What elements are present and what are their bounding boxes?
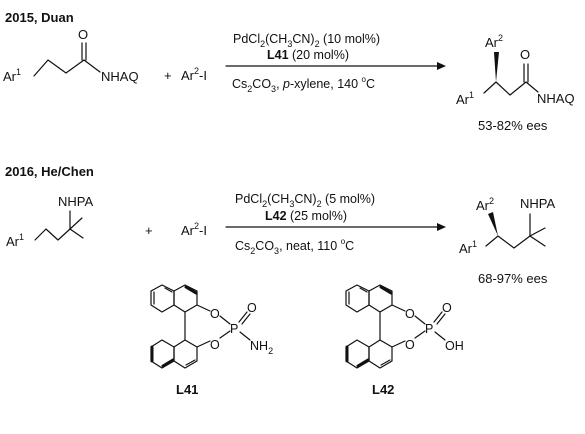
l42-upper-ring-right bbox=[368, 284, 393, 313]
reaction-2016-arrow-head bbox=[437, 223, 446, 231]
l42-oxygen-top: O bbox=[405, 307, 415, 321]
l41-upper-ring-left bbox=[150, 284, 175, 313]
product-2016-methyl-1 bbox=[529, 227, 546, 237]
l42-phosphorus: P bbox=[425, 322, 433, 336]
product-2016-chain bbox=[485, 235, 531, 249]
l41-po-bond-top bbox=[219, 315, 231, 325]
reaction-2016: 2016, He/Chen NHPA Ar1 + Ar2-I PdCl2(CH3… bbox=[5, 164, 555, 286]
l41-amino: NH2 bbox=[250, 339, 273, 356]
reaction-2016-heading: 2016, He/Chen bbox=[5, 164, 94, 179]
substrate-2016: NHPA Ar1 bbox=[6, 194, 93, 249]
l41-lower-inner-bond bbox=[185, 359, 196, 366]
reagent-2016-aryl-iodide: Ar2-I bbox=[181, 221, 207, 238]
l41-o-bond-bottom bbox=[196, 340, 211, 348]
l42-label: L42 bbox=[372, 382, 394, 397]
l42-oxygen-bottom: O bbox=[405, 338, 415, 352]
l41-upper-inner-bond-2 bbox=[164, 287, 173, 293]
substrate-2016-amine: NHPA bbox=[58, 194, 93, 209]
l42-upper-ring-left bbox=[345, 284, 370, 313]
substrate-2015-aryl: Ar1 bbox=[3, 67, 21, 84]
l42-lower-inner-bond bbox=[380, 359, 391, 366]
l41-oxygen-bottom: O bbox=[210, 338, 220, 352]
l41-po-bond-bottom bbox=[219, 330, 231, 339]
substrate-2015-amide-bond bbox=[83, 59, 101, 73]
l42-lower-ring-left bbox=[345, 339, 370, 369]
product-2016-wedge-bond bbox=[488, 212, 498, 236]
l42-lower-bold-bond-2 bbox=[356, 358, 370, 368]
l42-upper-bold-bond bbox=[379, 285, 393, 295]
product-2015-wedge-bond bbox=[494, 52, 499, 82]
reaction-2015-heading: 2015, Duan bbox=[5, 10, 74, 25]
product-2015-aryl1: Ar1 bbox=[456, 90, 474, 107]
ligand-l42-structure: O O P O OH L42 bbox=[345, 284, 464, 397]
reaction-2015-plus: + bbox=[164, 68, 172, 83]
substrate-2015-oxygen: O bbox=[78, 27, 88, 42]
l41-p-n-bond bbox=[239, 331, 251, 341]
product-2015-oxygen: O bbox=[520, 47, 530, 62]
substrate-2015-chain bbox=[33, 59, 85, 77]
ligand-l41-structure: O O P O NH2 L41 bbox=[150, 284, 273, 397]
l41-phosphorus: P bbox=[230, 322, 238, 336]
substrate-2016-methyl-2 bbox=[69, 228, 84, 239]
product-2015-amide-bond bbox=[525, 81, 539, 93]
l41-lower-ring-left bbox=[150, 339, 175, 369]
l41-o-bond-top bbox=[196, 304, 211, 312]
substrate-2016-chain bbox=[34, 228, 71, 241]
reaction-2016-plus: + bbox=[145, 223, 153, 238]
product-2015-amide: NHAQ bbox=[537, 91, 575, 106]
l41-lower-ring-right bbox=[173, 339, 198, 369]
l42-p-o-double-2 bbox=[436, 313, 446, 325]
l42-po-bond-top bbox=[414, 315, 426, 325]
l41-p-o-double-2 bbox=[241, 313, 251, 325]
l41-lower-bold-bond-2 bbox=[161, 358, 175, 368]
l41-upper-bold-bond bbox=[184, 285, 198, 295]
product-2015-chain bbox=[483, 81, 527, 96]
l42-o-bond-bottom bbox=[391, 340, 406, 348]
l41-label: L41 bbox=[176, 382, 198, 397]
l42-lower-ring-right bbox=[368, 339, 393, 369]
reaction-2016-catalyst: PdCl2(CH3CN)2 (5 mol%) bbox=[235, 192, 375, 209]
reaction-2016-conditions: Cs2CO3, neat, 110 oC bbox=[235, 237, 354, 256]
l41-p-o-double-1 bbox=[238, 311, 248, 323]
reaction-2015-ligand-line: L41 (20 mol%) bbox=[267, 48, 349, 62]
l41-upper-ring-right bbox=[173, 284, 198, 313]
substrate-2016-aryl: Ar1 bbox=[6, 232, 24, 249]
reaction-2016-ee: 68-97% ees bbox=[478, 271, 548, 286]
substrate-2015-amide: NHAQ bbox=[101, 69, 139, 84]
product-2016-aryl1: Ar1 bbox=[459, 239, 477, 256]
l41-oxygen-double: O bbox=[247, 301, 257, 315]
l42-po-bond-bottom bbox=[414, 330, 426, 339]
reaction-2015-conditions: Cs2CO3, p-xylene, 140 oC bbox=[232, 75, 375, 94]
l42-hydroxyl: OH bbox=[445, 339, 464, 353]
l42-p-oh-bond bbox=[434, 331, 446, 341]
l42-upper-inner-bond-2 bbox=[359, 287, 368, 293]
substrate-2016-methyl-1 bbox=[69, 217, 83, 230]
reaction-2015-catalyst: PdCl2(CH3CN)2 (10 mol%) bbox=[233, 32, 380, 49]
substrate-2015: Ar1 O NHAQ bbox=[3, 27, 139, 84]
product-2015-aryl2: Ar2 bbox=[485, 33, 503, 50]
product-2016-methyl-2 bbox=[529, 235, 546, 247]
l41-oxygen-top: O bbox=[210, 307, 220, 321]
reaction-2015: 2015, Duan Ar1 O NHAQ + Ar2-I PdCl2(CH3C… bbox=[3, 10, 575, 133]
product-2015: Ar2 Ar1 O NHAQ bbox=[456, 33, 575, 107]
product-2016-aryl2: Ar2 bbox=[476, 196, 494, 213]
reagent-2015-aryl-iodide: Ar2-I bbox=[181, 66, 207, 83]
l42-oxygen-double: O bbox=[442, 301, 452, 315]
product-2016: Ar2 NHPA Ar1 bbox=[459, 196, 555, 256]
product-2016-amine: NHPA bbox=[520, 196, 555, 211]
l42-o-bond-top bbox=[391, 304, 406, 312]
reaction-2015-arrow-head bbox=[437, 62, 446, 70]
l42-p-o-double-1 bbox=[433, 311, 443, 323]
reaction-2015-ee: 53-82% ees bbox=[478, 118, 548, 133]
reaction-2016-ligand-line: L42 (25 mol%) bbox=[265, 209, 347, 223]
